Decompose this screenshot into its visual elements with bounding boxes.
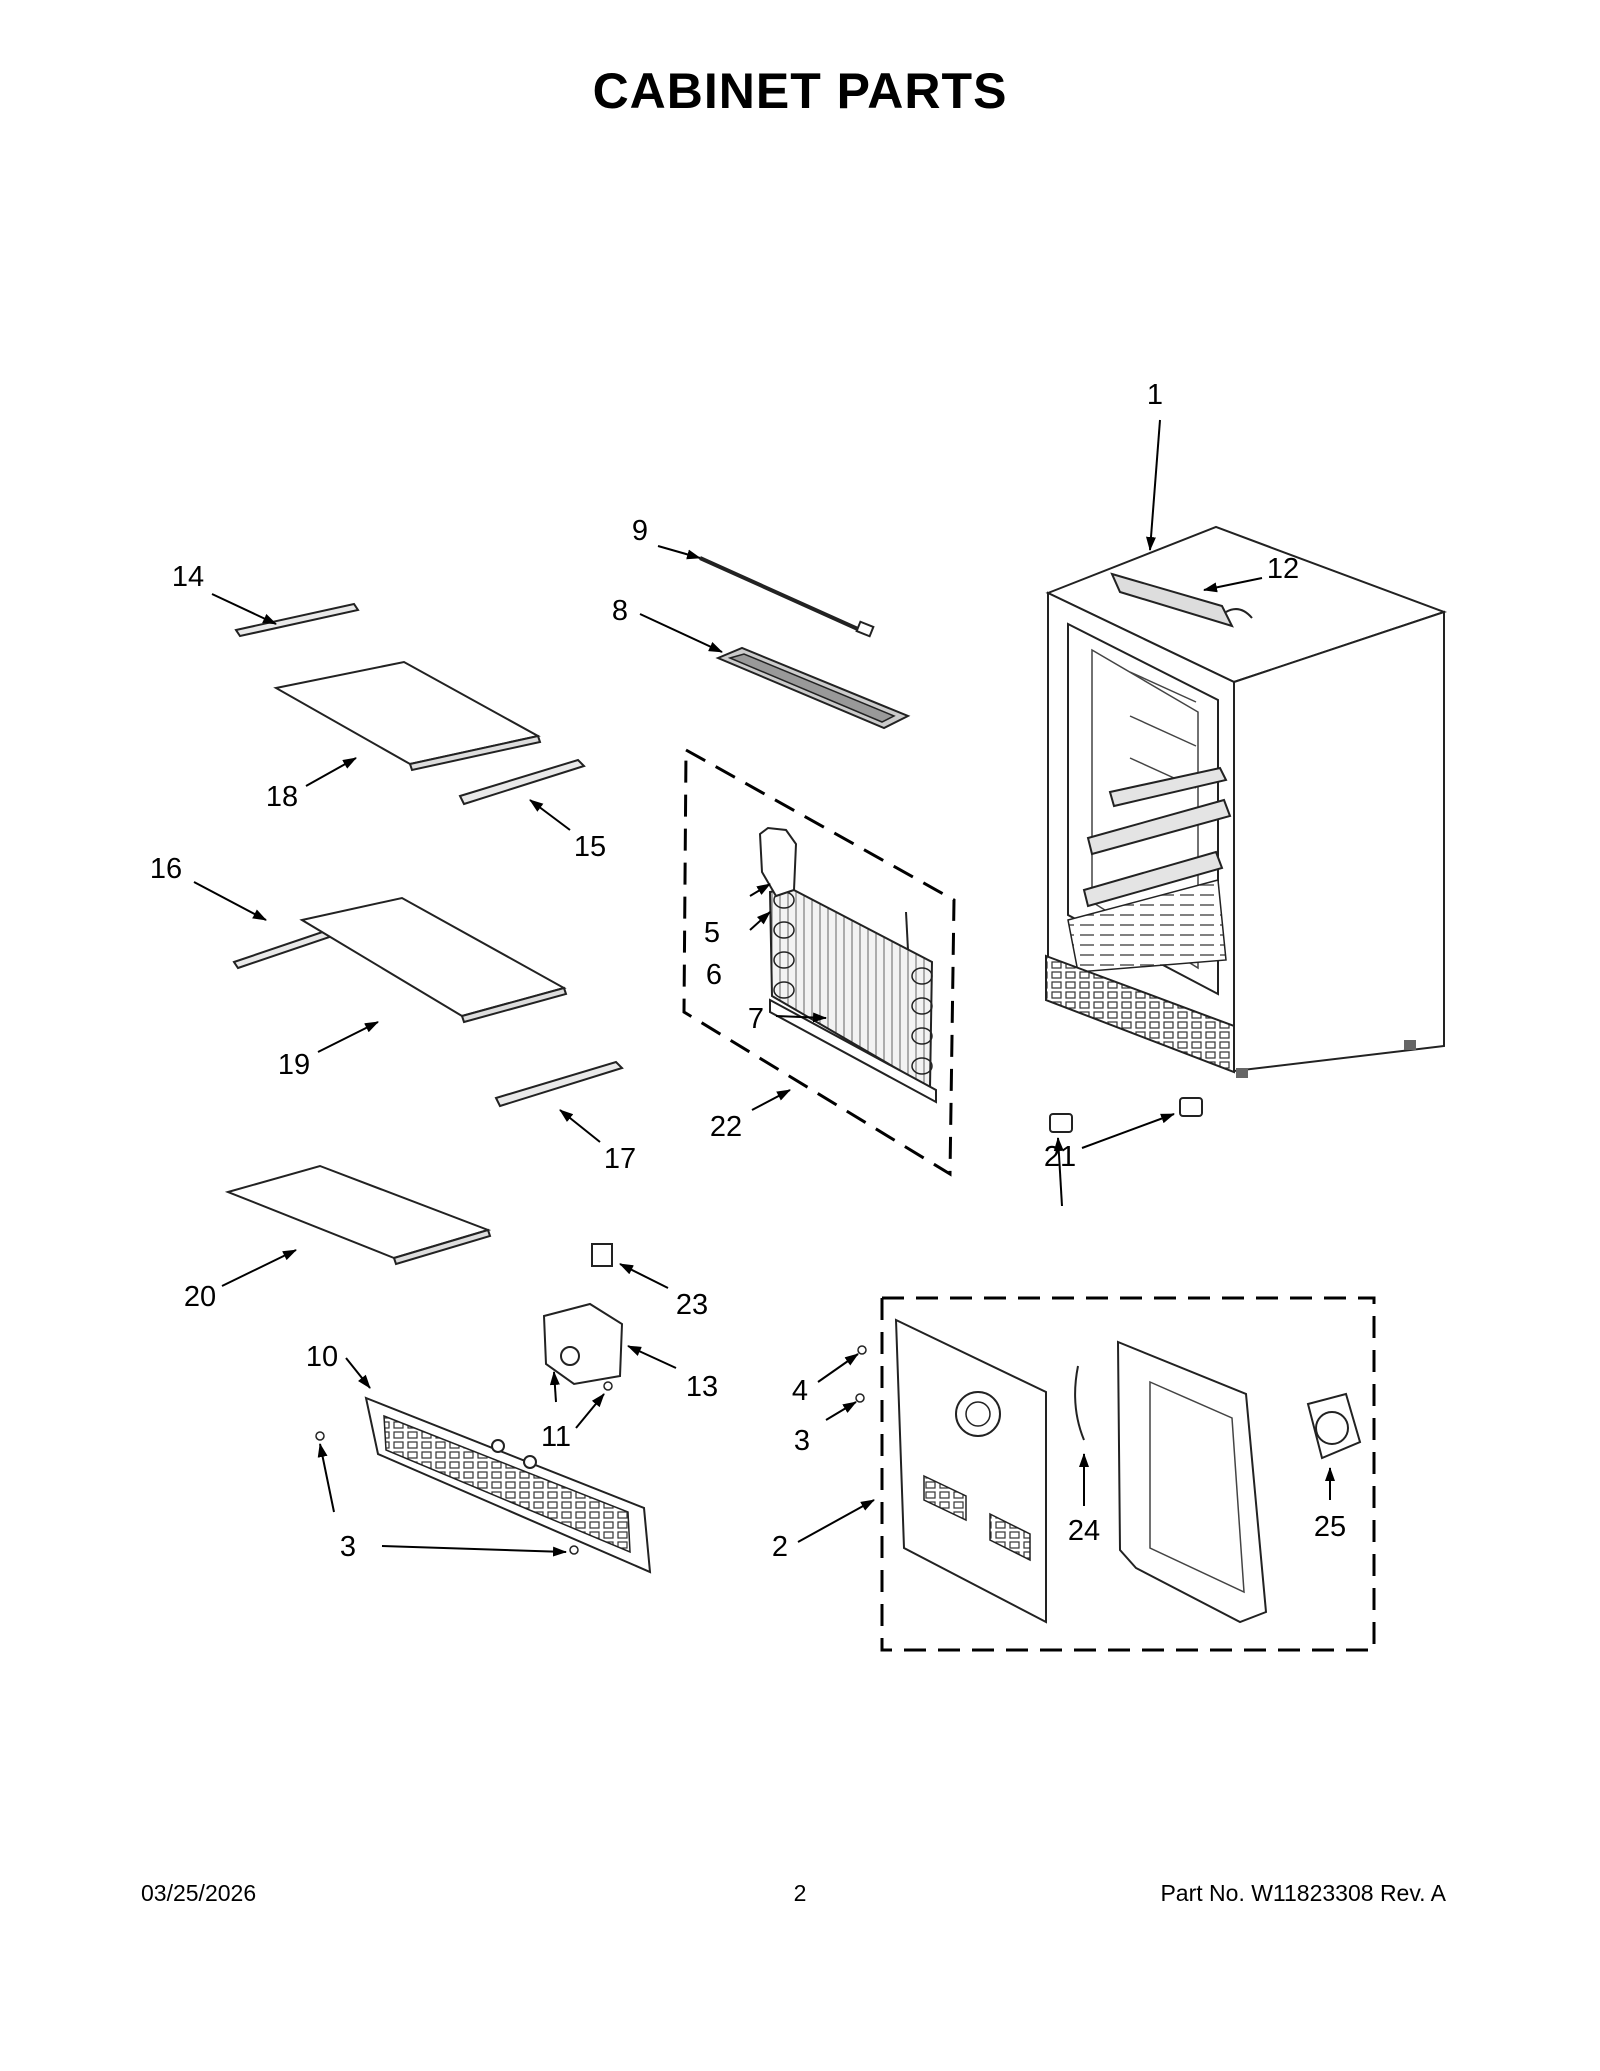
shelf-middle-group — [232, 896, 624, 1108]
leader-arrows — [193, 419, 1335, 1557]
footer-page-number: 2 — [793, 1880, 807, 1906]
control-box — [542, 1302, 624, 1386]
callout-8: 8 — [612, 595, 628, 627]
callout-16: 16 — [150, 853, 182, 885]
light-housing — [715, 646, 911, 730]
callout-10: 10 — [306, 1341, 338, 1373]
callout-13: 13 — [686, 1371, 718, 1403]
callout-7: 7 — [748, 1003, 764, 1035]
rear-panel — [894, 1318, 1047, 1624]
toe-grille — [364, 1396, 652, 1574]
callout-3-left: 3 — [340, 1531, 356, 1563]
cabinet-assembly — [1045, 525, 1448, 1078]
callout-18: 18 — [266, 781, 298, 813]
callout-2: 2 — [772, 1531, 788, 1563]
callout-11: 11 — [541, 1421, 571, 1453]
fan-motor — [1306, 1392, 1362, 1460]
bottom-shelf — [224, 1164, 492, 1266]
callout-15: 15 — [574, 831, 606, 863]
footer-part-number: Part No. W11823308 Rev. A — [1160, 1880, 1446, 1906]
callout-24: 24 — [1068, 1515, 1100, 1547]
callout-22: 22 — [710, 1111, 742, 1143]
shelf-upper-group — [234, 602, 586, 806]
callout-5: 5 — [704, 917, 720, 949]
callout-3-right: 3 — [794, 1425, 810, 1457]
rear-cover-group-outline — [880, 1296, 1376, 1652]
callout-labels: 1 12 9 8 14 18 15 16 19 17 20 10 3 11 23… — [150, 379, 1346, 1563]
evaporator — [758, 826, 937, 1104]
callout-14: 14 — [172, 561, 204, 593]
callout-21: 21 — [1044, 1141, 1076, 1173]
footer-date: 03/25/2026 — [141, 1880, 257, 1906]
leveling-legs — [1049, 1097, 1203, 1133]
callout-4: 4 — [792, 1375, 808, 1407]
sensor-clip — [591, 1243, 613, 1267]
callout-12: 12 — [1267, 553, 1299, 585]
callout-19: 19 — [278, 1049, 310, 1081]
callout-17: 17 — [604, 1143, 636, 1175]
callout-23: 23 — [676, 1289, 708, 1321]
control-harness — [699, 556, 875, 638]
callout-1: 1 — [1147, 379, 1163, 411]
callout-25: 25 — [1314, 1511, 1346, 1543]
callout-20: 20 — [184, 1281, 216, 1313]
evaporator-group-outline — [682, 748, 956, 1177]
shroud — [1116, 1340, 1268, 1624]
callout-6: 6 — [706, 959, 722, 991]
callout-9: 9 — [632, 515, 648, 547]
page-title: CABINET PARTS — [592, 63, 1008, 119]
wire-harness — [1074, 1365, 1085, 1441]
